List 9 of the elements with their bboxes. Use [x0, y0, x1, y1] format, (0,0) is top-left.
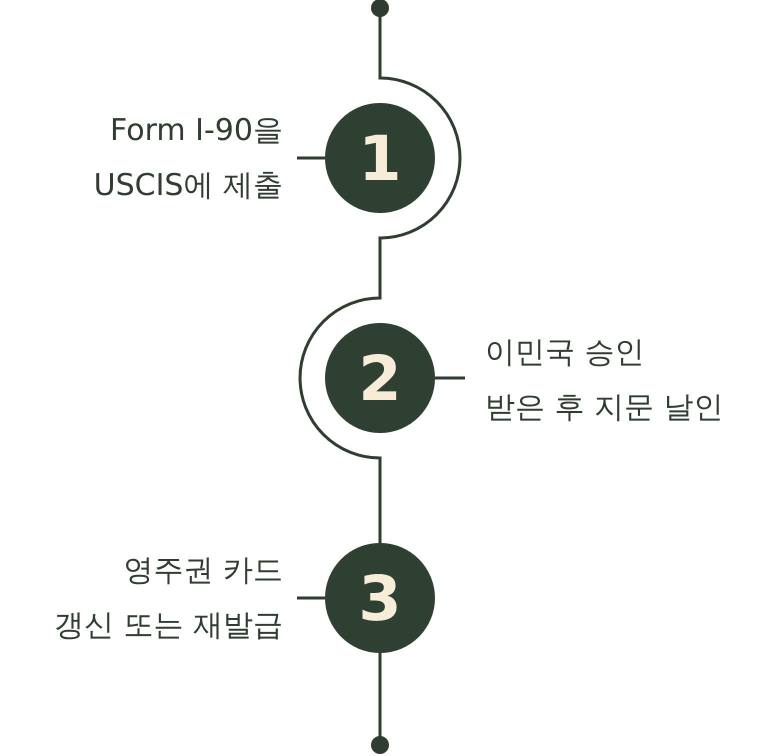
leader-line: [297, 596, 325, 600]
leader-line: [297, 156, 325, 160]
leader-line: [435, 376, 465, 380]
step-circle: 1: [325, 103, 435, 213]
step-circle: 2: [325, 323, 435, 433]
step-label: 영주권 카드 갱신 또는 재발급: [20, 543, 283, 653]
step-label: 이민국 승인 받은 후 지문 날인: [485, 325, 770, 435]
step-label: Form I-90을 USCIS에 제출: [20, 103, 283, 213]
step-circle: 3: [325, 543, 435, 653]
